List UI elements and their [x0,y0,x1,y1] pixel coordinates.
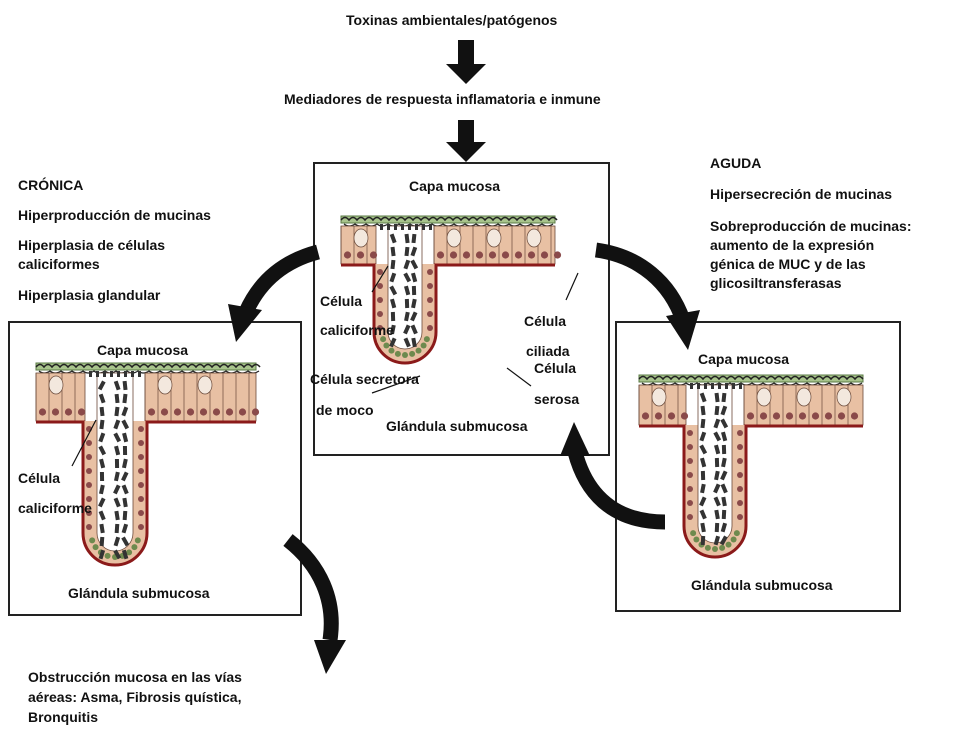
center-ciliated-label-2: ciliada [526,343,570,361]
arrow-down-icon [446,120,486,162]
left-goblet-label-1: Célula [18,470,60,488]
acute-item-overproduction-2: aumento de la expresión [710,237,874,255]
left-gland-label: Glándula submucosa [68,585,210,603]
outcome-line-3: Bronquitis [28,709,98,727]
center-ciliated-label-1: Célula [524,313,566,331]
center-goblet-label-1: Célula [320,293,362,311]
center-secretory-label-1: Célula secretora [310,371,419,389]
center-secretory-label-2: de moco [316,402,374,420]
center-serous-label-1: Célula [534,360,576,378]
right-gland-label: Glándula submucosa [691,577,833,595]
acute-item-overproduction-1: Sobreproducción de mucinas: [710,218,911,236]
acute-heading: AGUDA [710,155,761,173]
left-mucus-label: Capa mucosa [97,342,188,360]
center-gland-label: Glándula submucosa [386,418,528,436]
arrow-down-icon [446,40,486,84]
chronic-heading: CRÓNICA [18,177,83,195]
center-serous-label-2: serosa [534,391,579,409]
chronic-item-goblet-hyperplasia-2: caliciformes [18,256,100,274]
left-panel [8,321,302,616]
outcome-line-1: Obstrucción mucosa en las vías [28,669,242,687]
chronic-item-mucin-overproduction: Hiperproducción de mucinas [18,207,211,225]
chronic-item-goblet-hyperplasia-1: Hiperplasia de células [18,237,165,255]
right-mucus-label: Capa mucosa [698,351,789,369]
acute-item-overproduction-4: glicosiltransferasas [710,275,842,293]
center-goblet-label-2: caliciforme [320,322,394,340]
acute-item-overproduction-3: génica de MUC y de las [710,256,866,274]
left-goblet-label-2: caliciforme [18,500,92,518]
acute-item-hypersecretion: Hipersecreción de mucinas [710,186,892,204]
center-mucus-label: Capa mucosa [409,178,500,196]
outcome-line-2: aéreas: Asma, Fibrosis quística, [28,689,241,707]
chronic-item-glandular-hyperplasia: Hiperplasia glandular [18,287,160,305]
